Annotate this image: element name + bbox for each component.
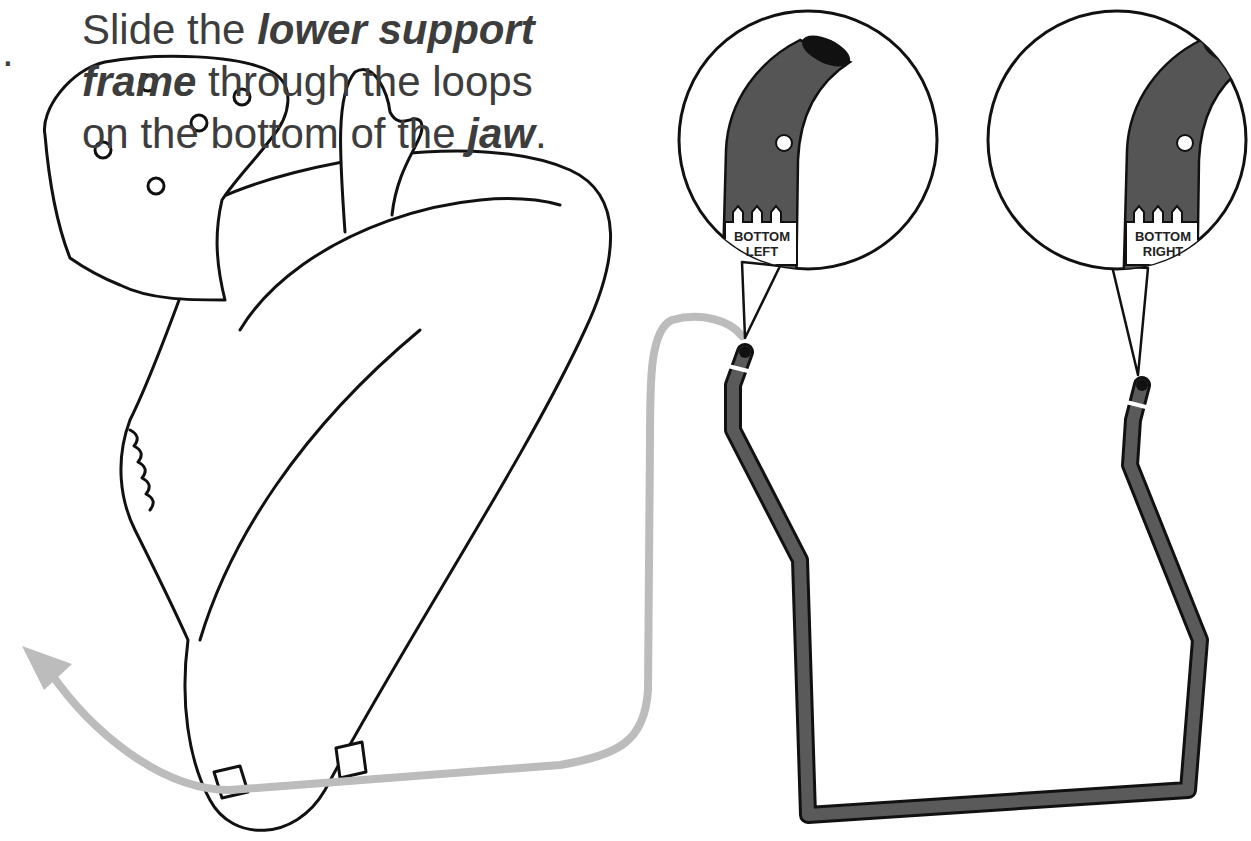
- part-label: BOTTOM LEFT: [728, 229, 796, 259]
- emphasis-text: jaw: [467, 110, 535, 157]
- emphasis-text: frame: [82, 58, 196, 105]
- emphasis-text: lower support: [257, 6, 535, 53]
- part-label: BOTTOM RIGHT: [1129, 229, 1197, 259]
- plain-text: on the bottom of the: [82, 110, 467, 157]
- insertion-arrow: [22, 317, 742, 790]
- step-number: .: [2, 26, 22, 78]
- plain-text: through the loops: [196, 58, 532, 105]
- instruction-text: Slide the lower support frame through th…: [82, 4, 672, 160]
- detail-callout-right: [988, 11, 1251, 375]
- plain-text: Slide the: [82, 6, 257, 53]
- plain-text: .: [535, 110, 547, 157]
- detail-callout-left: [679, 11, 937, 338]
- jaw-drawing: [44, 56, 610, 830]
- lower-support-frame: [728, 346, 1200, 815]
